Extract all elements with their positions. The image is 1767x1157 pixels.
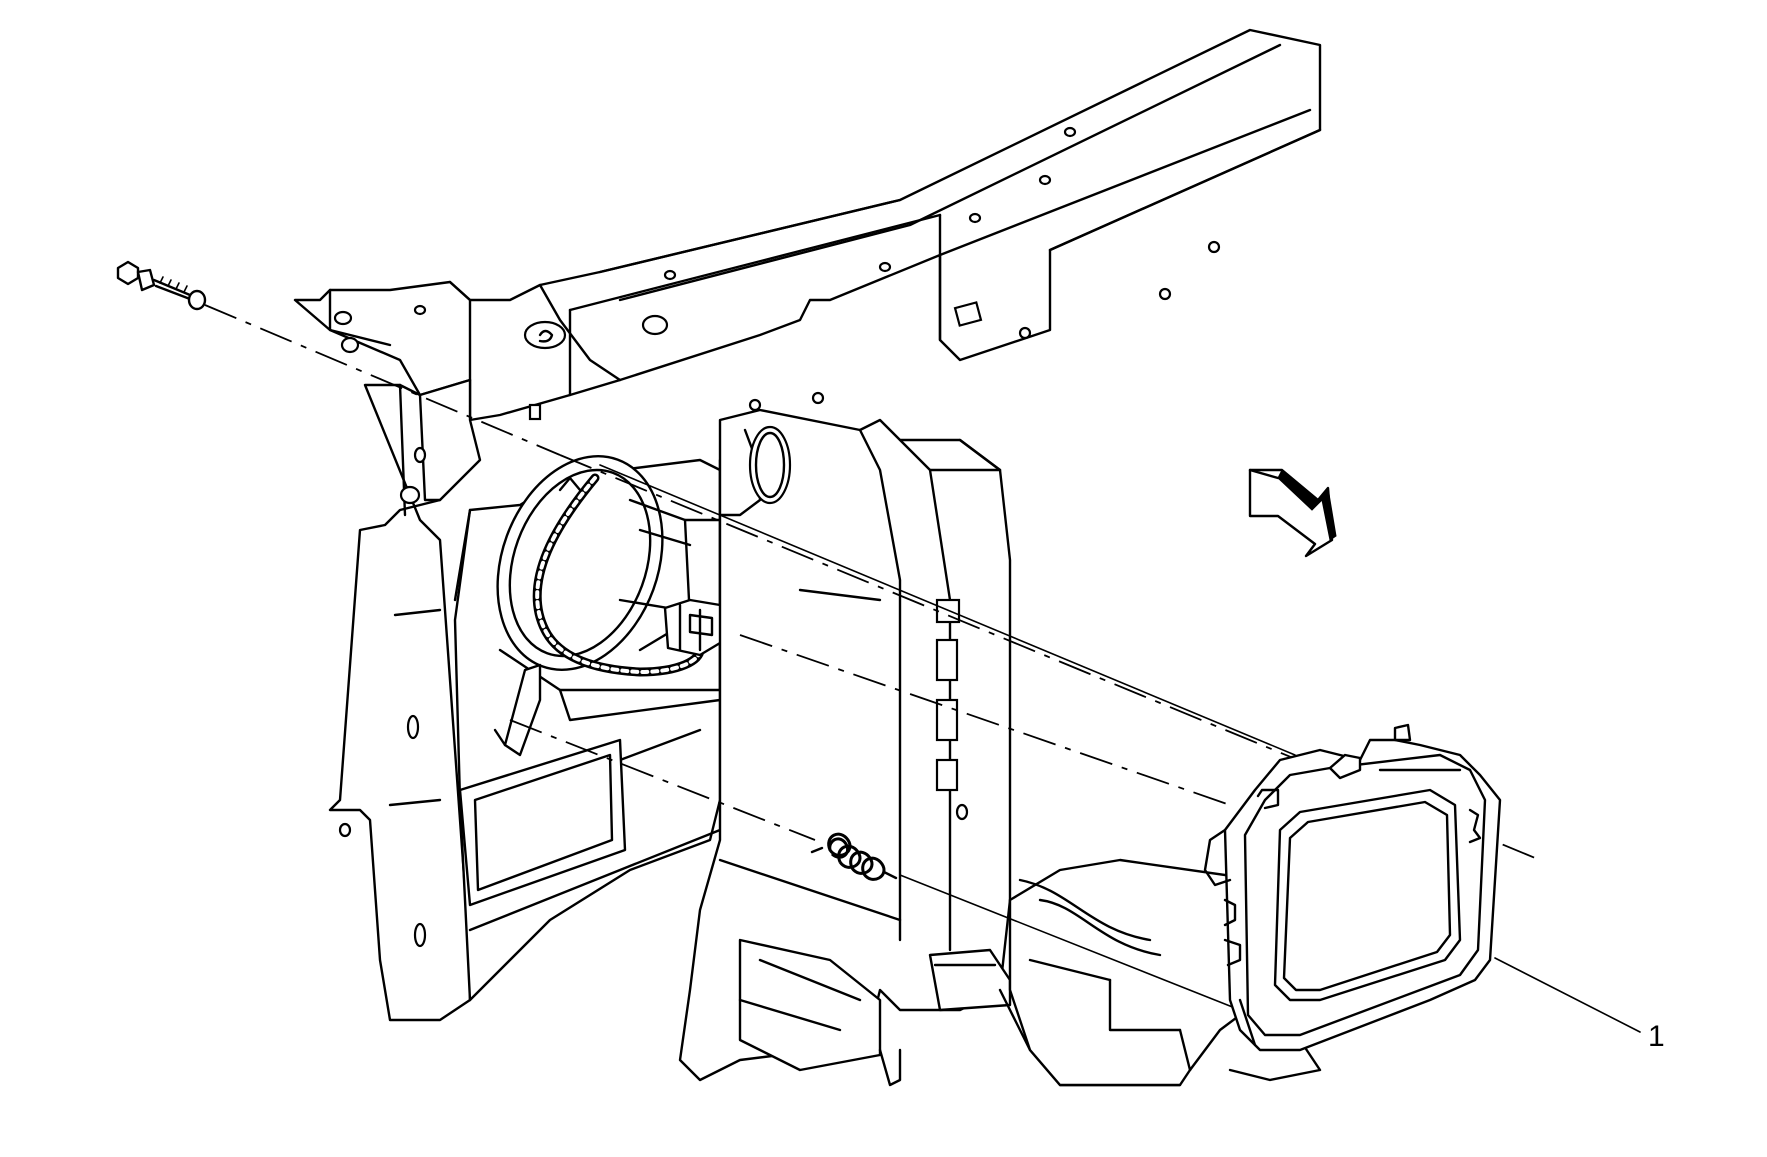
upper-radiator-support	[293, 28, 1322, 422]
callout-1-label: 1	[1648, 1020, 1665, 1053]
left-side-bracket	[328, 378, 482, 1022]
alignment-lines	[204, 304, 1541, 1011]
harness-connector	[663, 598, 727, 657]
adjuster-tab	[493, 663, 542, 757]
wiring-harness	[532, 473, 705, 677]
lower-tray	[1008, 858, 1322, 1087]
adjuster-spring	[810, 832, 898, 881]
headlamp-assembly	[1203, 723, 1502, 1052]
headlamp-mounting-bolt	[116, 260, 207, 311]
center-support-column	[678, 408, 1222, 1087]
callout-1-leader	[1494, 957, 1641, 1033]
direction-arrow-icon	[1248, 468, 1337, 558]
